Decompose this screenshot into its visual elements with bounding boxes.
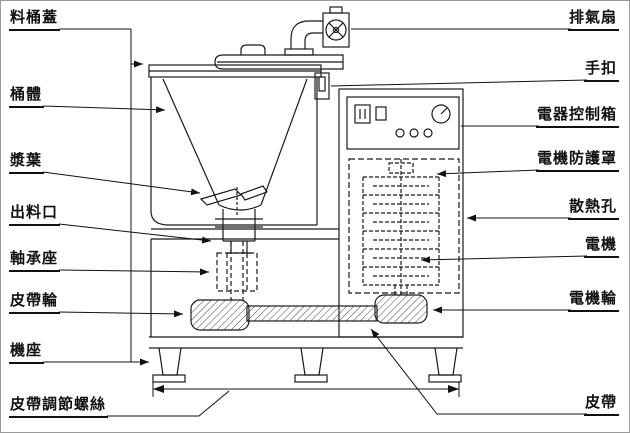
leader-paddle-blade (42, 171, 201, 196)
label-control-box: 電器控制箱 (535, 106, 619, 128)
belt-pulley (190, 299, 250, 331)
label-exhaust-fan: 排氣扇 (567, 9, 619, 31)
label-belt: 皮帶 (583, 394, 619, 416)
label-paddle-blade: 漿葉 (9, 152, 45, 174)
label-machine-base: 機座 (9, 342, 45, 364)
leader-belt (370, 328, 587, 415)
belt (246, 305, 378, 322)
label-motor-pulley: 電機輪 (567, 290, 619, 312)
leader-discharge-outlet (58, 223, 212, 244)
label-discharge-outlet: 出料口 (9, 204, 61, 226)
motor-guard (348, 158, 460, 294)
leader-bearing-seat (58, 268, 210, 276)
barrel-body (148, 64, 322, 226)
label-belt-adjust-screw: 皮帶調節螺絲 (9, 396, 109, 418)
electric-control-box (346, 96, 460, 150)
leader-lines (42, 28, 588, 417)
dimension-line (152, 382, 460, 397)
label-motor: 電機 (583, 236, 619, 258)
label-hand-clasp: 手扣 (583, 60, 619, 82)
leader-hand-clasp (330, 79, 588, 87)
leader-belt-pulley (58, 310, 184, 318)
label-motor-guard: 電機防護罩 (535, 150, 619, 172)
label-hopper-lid: 料桶蓋 (9, 9, 61, 31)
leader-belt-adjust-screw (107, 390, 230, 417)
exhaust-fan (284, 6, 350, 56)
bearing-seat (216, 241, 258, 300)
discharge-outlet (215, 209, 263, 254)
leader-motor (420, 255, 588, 264)
paddle-blade (199, 185, 268, 215)
label-heat-vents: 散熱孔 (567, 198, 619, 220)
motor-pulley (374, 294, 428, 324)
hopper-lid (214, 44, 344, 70)
label-belt-pulley: 皮帶輪 (9, 292, 61, 314)
motor (362, 159, 440, 297)
label-barrel-body: 桶體 (9, 86, 45, 108)
hand-clasp (314, 72, 330, 100)
label-bearing-seat: 軸承座 (9, 250, 61, 272)
leader-motor-guard (436, 169, 540, 178)
leader-barrel-body (42, 105, 166, 114)
machine-base (149, 228, 463, 383)
